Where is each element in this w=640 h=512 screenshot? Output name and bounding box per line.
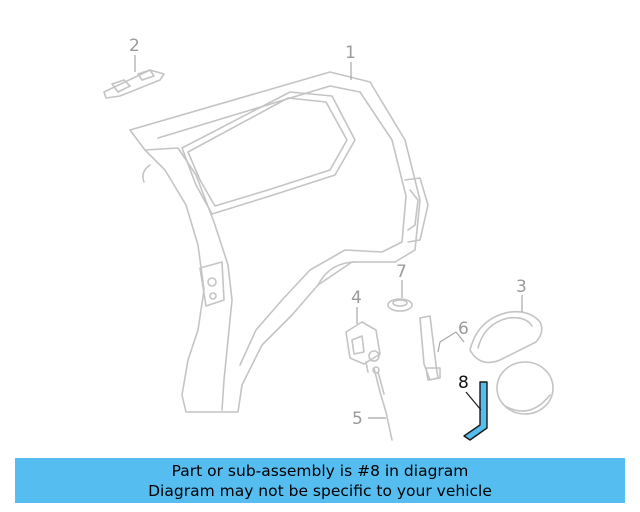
callout-5: 5 [352,409,363,429]
grommet-part [387,298,413,312]
banner-line-part-number: Part or sub-assembly is #8 in diagram [171,462,469,480]
callout-labels: 1 2 3 4 5 6 7 8 [129,36,527,429]
parts-diagram: 1 2 3 4 5 6 7 8 [103,36,554,441]
cable-part [372,366,393,441]
callout-4: 4 [351,288,362,308]
fuel-door-part [469,310,554,415]
banner-line-disclaimer: Diagram may not be specific to your vehi… [148,482,492,500]
molding-part-highlighted [463,381,488,441]
callout-2: 2 [129,36,140,56]
info-banner: Part or sub-assembly is #8 in diagram Di… [15,458,625,503]
housing-part [419,315,441,381]
callout-8: 8 [458,373,469,393]
callout-3: 3 [516,277,527,297]
callout-6: 6 [458,319,469,339]
quarter-panel [129,71,429,413]
actuator-part [345,321,381,373]
callout-7: 7 [396,262,407,282]
callout-1: 1 [345,43,356,63]
leader-lines [134,55,523,419]
bracket-part [103,69,165,99]
